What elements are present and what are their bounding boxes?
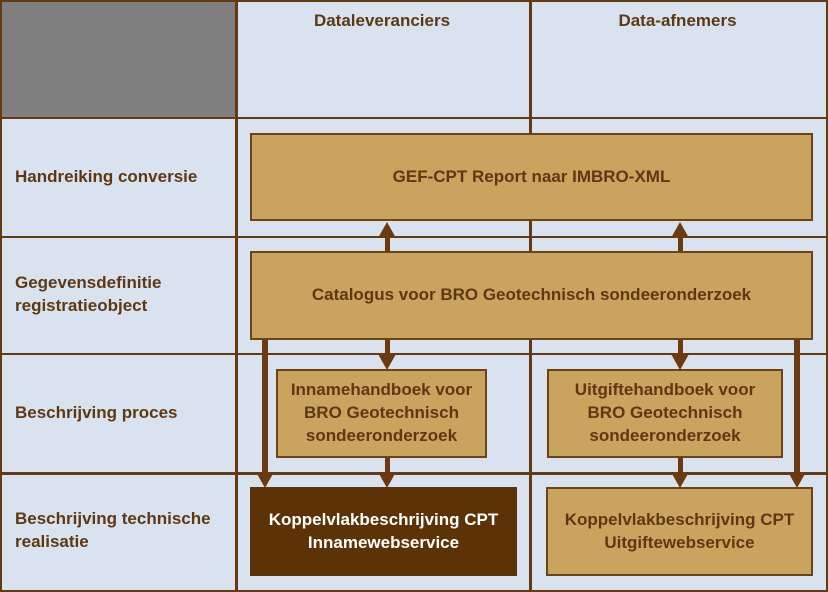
arrow-catalog-to-innamehandboek-shaft [385,340,390,356]
arrow-catalog-to-uitgiftehandboek-shaft [678,340,683,356]
arrow-catalog-to-innamewebservice-shaft [262,340,268,474]
arrow-catalog-to-conversion-right-shaft [678,236,683,252]
arrow-innamehandboek-to-webservice-shaft [385,458,390,474]
arrow-catalog-to-conversion-left-shaft [385,236,390,252]
grid-hline-1 [2,117,826,119]
arrow-catalog-to-innamehandboek-icon [378,354,396,370]
arrow-catalog-to-conversion-left-icon [378,222,396,238]
box-catalogus: Catalogus voor BRO Geotechnisch sondeero… [250,251,813,340]
arrow-uitgiftehandboek-to-webservice-icon [671,472,689,488]
box-gef-cpt-conversion: GEF-CPT Report naar IMBRO-XML [250,133,813,221]
row-label-handreiking-conversie: Handreiking conversie [15,167,198,187]
arrow-catalog-to-conversion-right-icon [671,222,689,238]
column-header-dataleveranciers: Dataleveranciers [313,11,451,30]
box-koppelvlak-innamewebservice: Koppelvlakbeschrijving CPT Innamewebserv… [250,487,517,576]
grid-hline-3 [2,353,826,355]
row-label-beschrijving-proces: Beschrijving proces [15,402,178,422]
box-innamehandboek: Innamehandboek voor BRO Geotechnisch son… [276,369,487,458]
box-koppelvlak-uitgiftewebservice: Koppelvlakbeschrijving CPT Uitgiftewebse… [546,487,813,576]
row-label-beschrijving-technische-realisatie: Beschrijving technische realisatie [15,509,211,551]
grid-hline-2 [2,236,826,238]
arrow-catalog-to-innamewebservice-icon [256,472,274,488]
row-label-gegevensdefinitie: Gegevensdefinitie registratieobject [15,273,162,315]
arrow-uitgiftehandboek-to-webservice-shaft [678,458,683,474]
box-uitgiftehandboek: Uitgiftehandboek voor BRO Geotechnisch s… [547,369,783,458]
grid-vline-labels [235,2,238,590]
grid-hline-4 [2,472,826,475]
column-header-data-afnemers: Data-afnemers [618,11,737,30]
arrow-innamehandboek-to-webservice-icon [378,472,396,488]
arrow-catalog-to-uitgiftewebservice-shaft [794,340,800,474]
corner-cell [2,2,236,118]
arrow-catalog-to-uitgiftehandboek-icon [671,354,689,370]
arrow-catalog-to-uitgiftewebservice-icon [788,472,806,488]
